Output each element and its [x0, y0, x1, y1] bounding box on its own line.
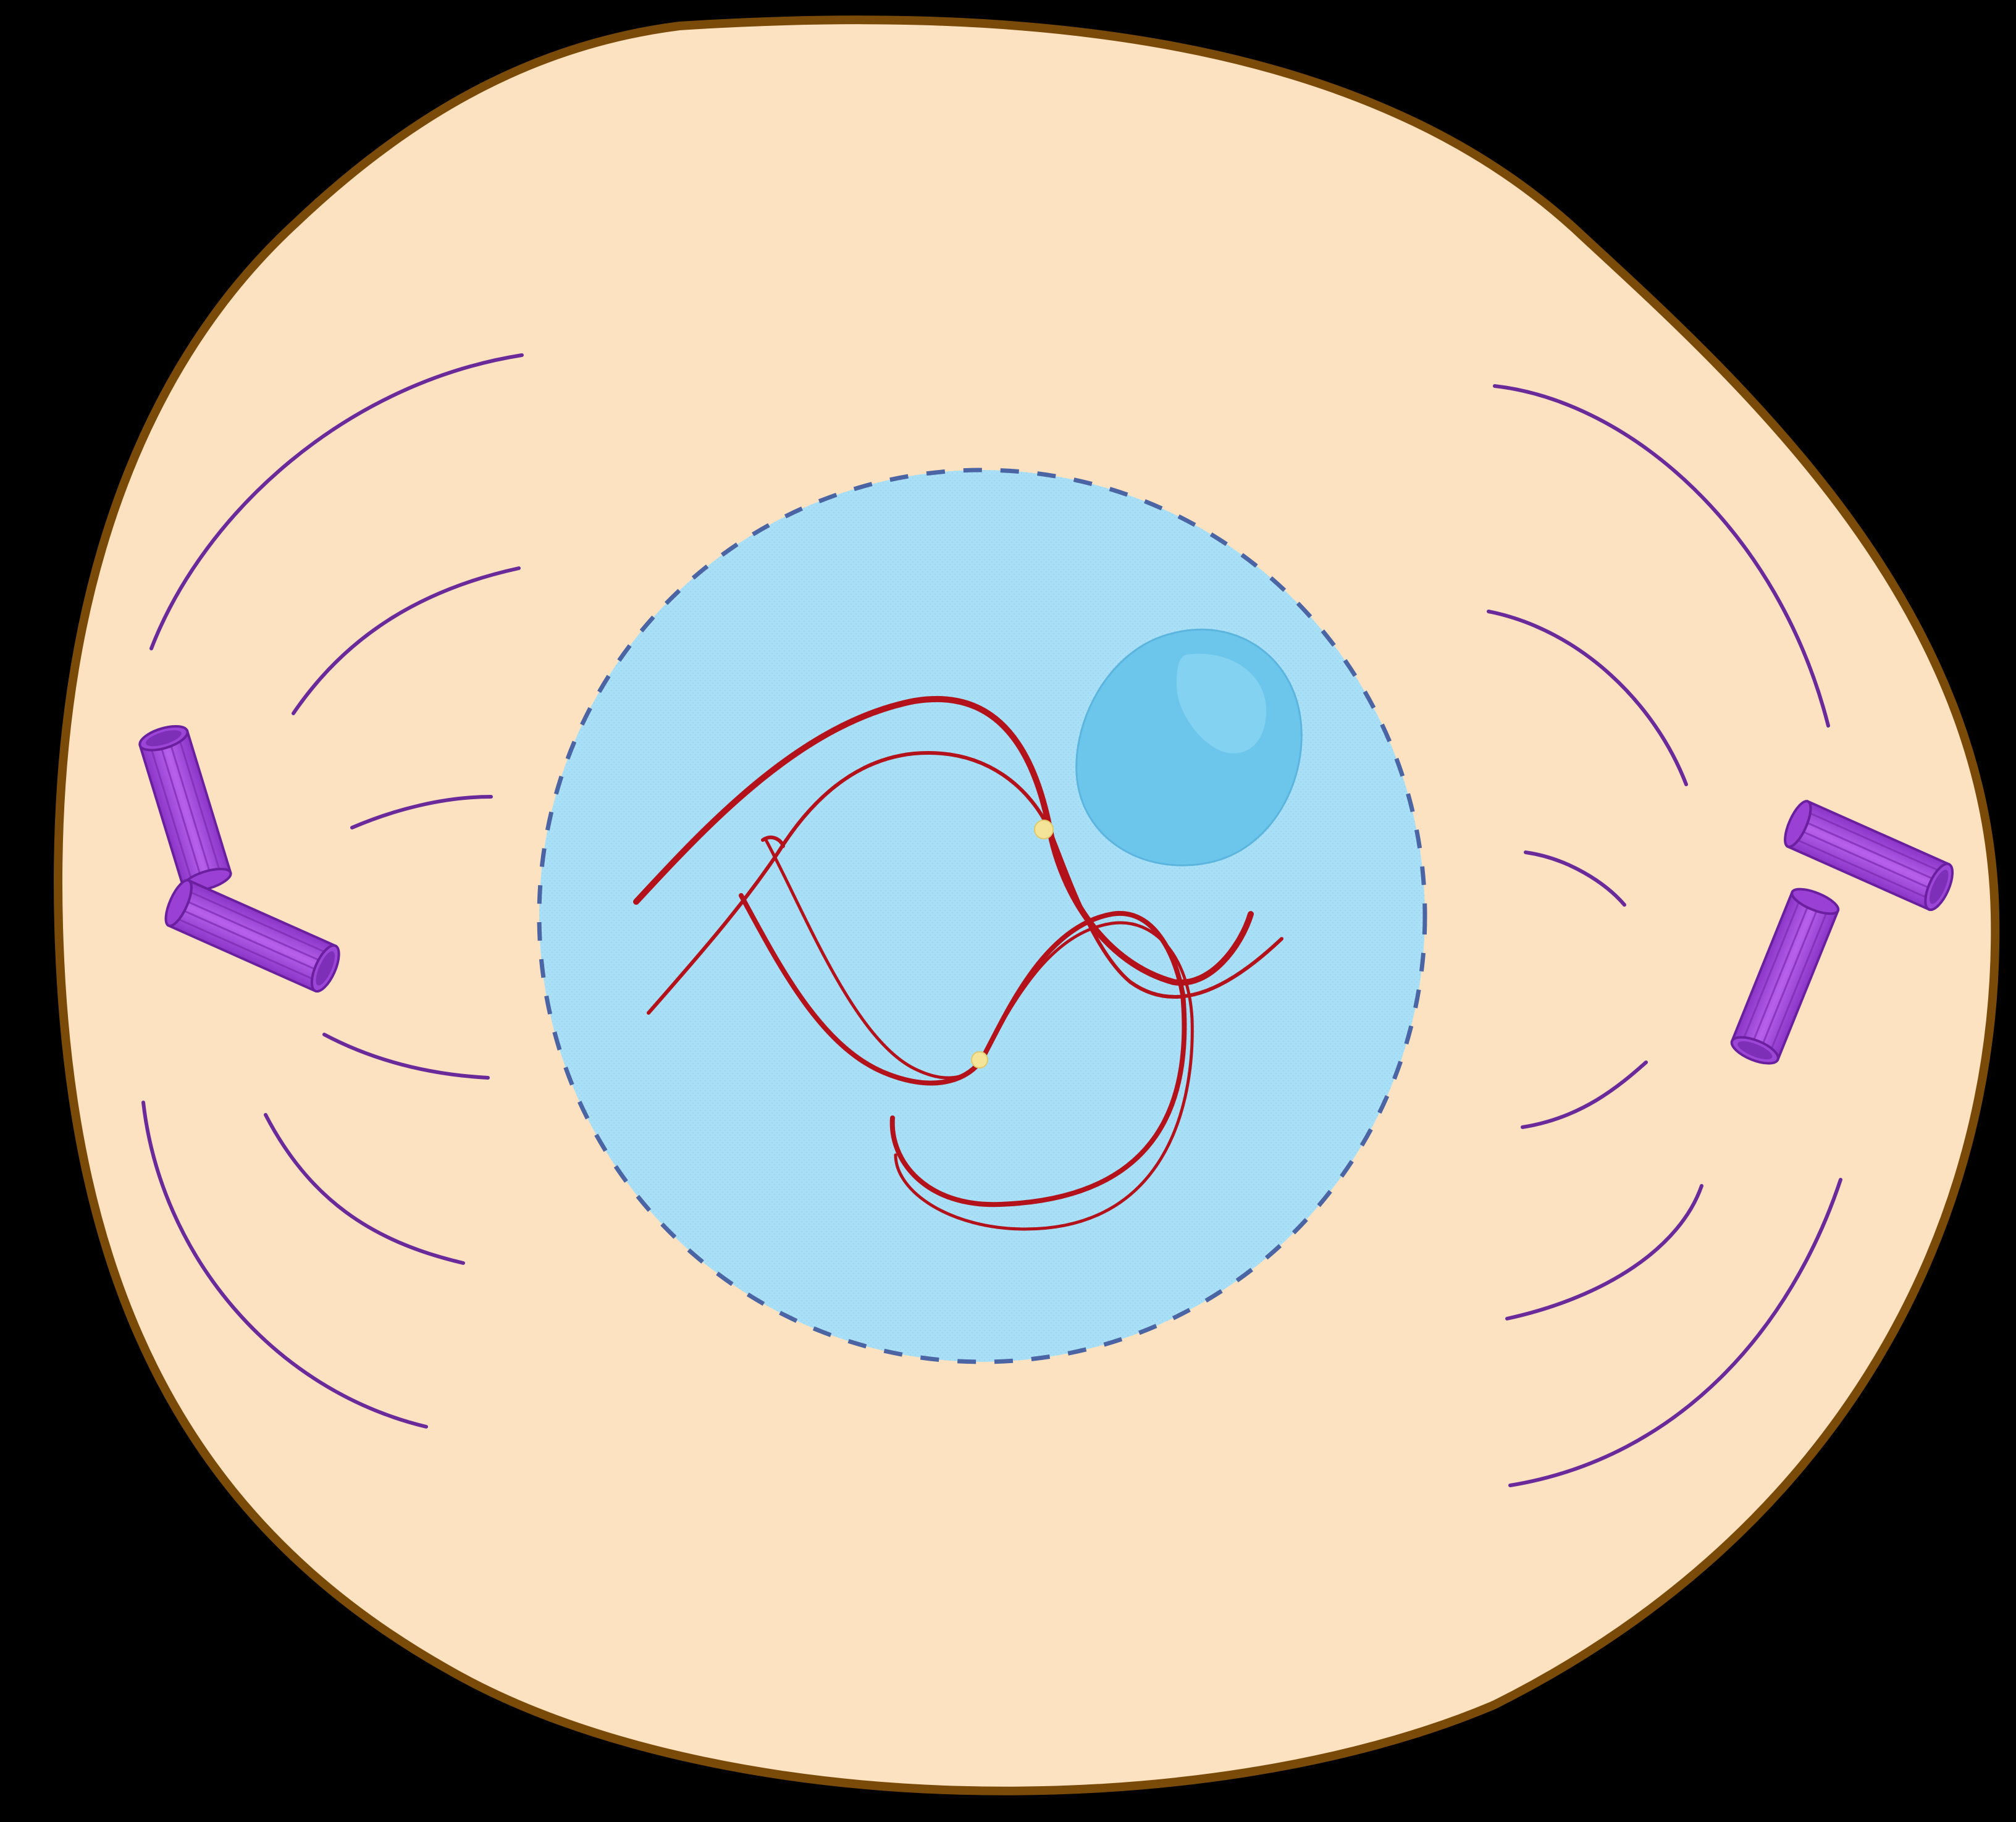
chromosome-end	[761, 835, 785, 848]
spindle-fiber	[1524, 850, 1626, 907]
centromere	[1034, 820, 1054, 839]
centrioles-right	[1730, 799, 1954, 1065]
chromosomes	[633, 695, 1283, 1231]
nucleus	[537, 468, 1427, 1364]
spindle-fiber	[322, 1033, 490, 1080]
spindle-fiber	[1487, 610, 1688, 786]
nucleoplasm	[539, 470, 1425, 1362]
chromosome	[739, 893, 1187, 1207]
centromeres	[971, 820, 1054, 1068]
spindle-fiber	[1493, 384, 1830, 728]
nucleolus	[1075, 628, 1303, 867]
nuclear-envelope	[537, 468, 1427, 1364]
chromosome	[764, 838, 1194, 1231]
nucleolus-highlight	[1177, 653, 1266, 754]
spindle-fibers-right	[1487, 384, 1842, 1487]
spindle-fiber	[1505, 1184, 1703, 1320]
centromere	[971, 1051, 988, 1068]
chromosome	[647, 751, 1283, 1015]
centriole	[164, 878, 340, 993]
centrioles-left	[138, 724, 340, 993]
spindle-fiber	[350, 795, 493, 829]
spindle-fiber	[1521, 1060, 1648, 1129]
spindle-fiber	[141, 1101, 428, 1429]
spindle-fibers-left	[141, 353, 524, 1429]
centriole	[1784, 799, 1954, 912]
spindle-fiber	[1508, 1178, 1842, 1487]
spindle-fiber	[149, 353, 524, 650]
spindle-fiber	[264, 1113, 465, 1265]
spindle-fiber	[292, 566, 521, 715]
centriole	[1730, 888, 1840, 1065]
